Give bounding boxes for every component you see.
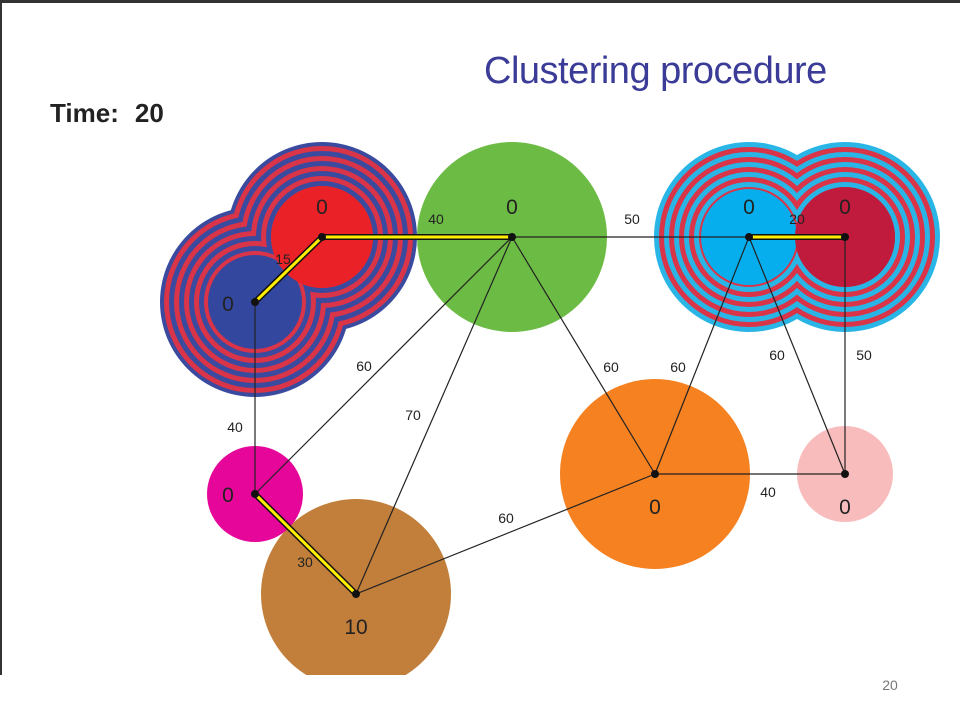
edge-label-blue-magenta: 40 (227, 419, 243, 435)
node-label-magenta: 0 (222, 484, 234, 507)
vertex-dot (508, 233, 516, 241)
edge-label-cyan-pink: 60 (769, 347, 785, 363)
edge-label-brown-orange: 60 (498, 510, 514, 526)
edge-labels: 15 40 50 20 40 60 70 60 60 60 50 30 60 4… (227, 211, 872, 570)
edge-green-brown (355, 236, 513, 595)
edge-label-green-cyan: 50 (624, 211, 640, 227)
top-border (0, 0, 960, 3)
node-label-red: 0 (316, 196, 328, 219)
tree-edges-highlighted (252, 234, 848, 597)
edge-label-orange-pink: 40 (760, 484, 776, 500)
node-label-brown: 10 (344, 616, 367, 639)
edge-label-green-brown: 70 (405, 407, 421, 423)
edge-label-crimson-pink: 50 (856, 347, 872, 363)
node-label-crimson: 0 (839, 196, 851, 219)
edge-brown-orange (355, 473, 656, 595)
tree-edge-magenta-brown (253, 492, 358, 596)
edge-label-cyan-crimson: 20 (789, 211, 805, 227)
edge-green-orange (511, 236, 656, 475)
tree-edge-blue-red (253, 235, 324, 304)
edge-label-magenta-brown: 30 (297, 554, 313, 570)
vertex-dot (841, 233, 849, 241)
clustering-diagram: 0 0 0 0 0 0 10 0 0 15 40 50 20 40 60 70 … (160, 142, 940, 675)
node-label-pink: 0 (839, 496, 851, 519)
edge-label-cyan-orange: 60 (670, 359, 686, 375)
edge-cyan-orange (654, 236, 750, 475)
node-labels: 0 0 0 0 0 0 10 0 0 (222, 196, 851, 639)
time-display: Time: 20 (50, 98, 164, 129)
vertex-dot (251, 298, 259, 306)
time-value: 20 (134, 98, 164, 128)
node-label-orange: 0 (649, 496, 661, 519)
edge-label-green-magenta: 60 (356, 358, 372, 374)
vertex-dot (841, 470, 849, 478)
edge-green-magenta (254, 236, 513, 495)
vertex-dot (651, 470, 659, 478)
edge-label-red-green: 40 (428, 211, 444, 227)
time-label: Time: (50, 98, 119, 128)
page-number: 20 (882, 677, 898, 693)
node-label-blue: 0 (222, 293, 234, 316)
slide-title: Clustering procedure (484, 50, 827, 92)
vertex-dot (745, 233, 753, 241)
edge-label-green-orange: 60 (603, 359, 619, 375)
edge-label-blue-red: 15 (275, 251, 291, 267)
vertex-dots (251, 233, 849, 598)
vertex-dot (318, 233, 326, 241)
node-label-green: 0 (506, 196, 518, 219)
left-border (0, 0, 2, 675)
node-label-cyan: 0 (743, 196, 755, 219)
vertex-dot (352, 590, 360, 598)
edge-cyan-pink (748, 236, 846, 475)
vertex-dot (251, 490, 259, 498)
